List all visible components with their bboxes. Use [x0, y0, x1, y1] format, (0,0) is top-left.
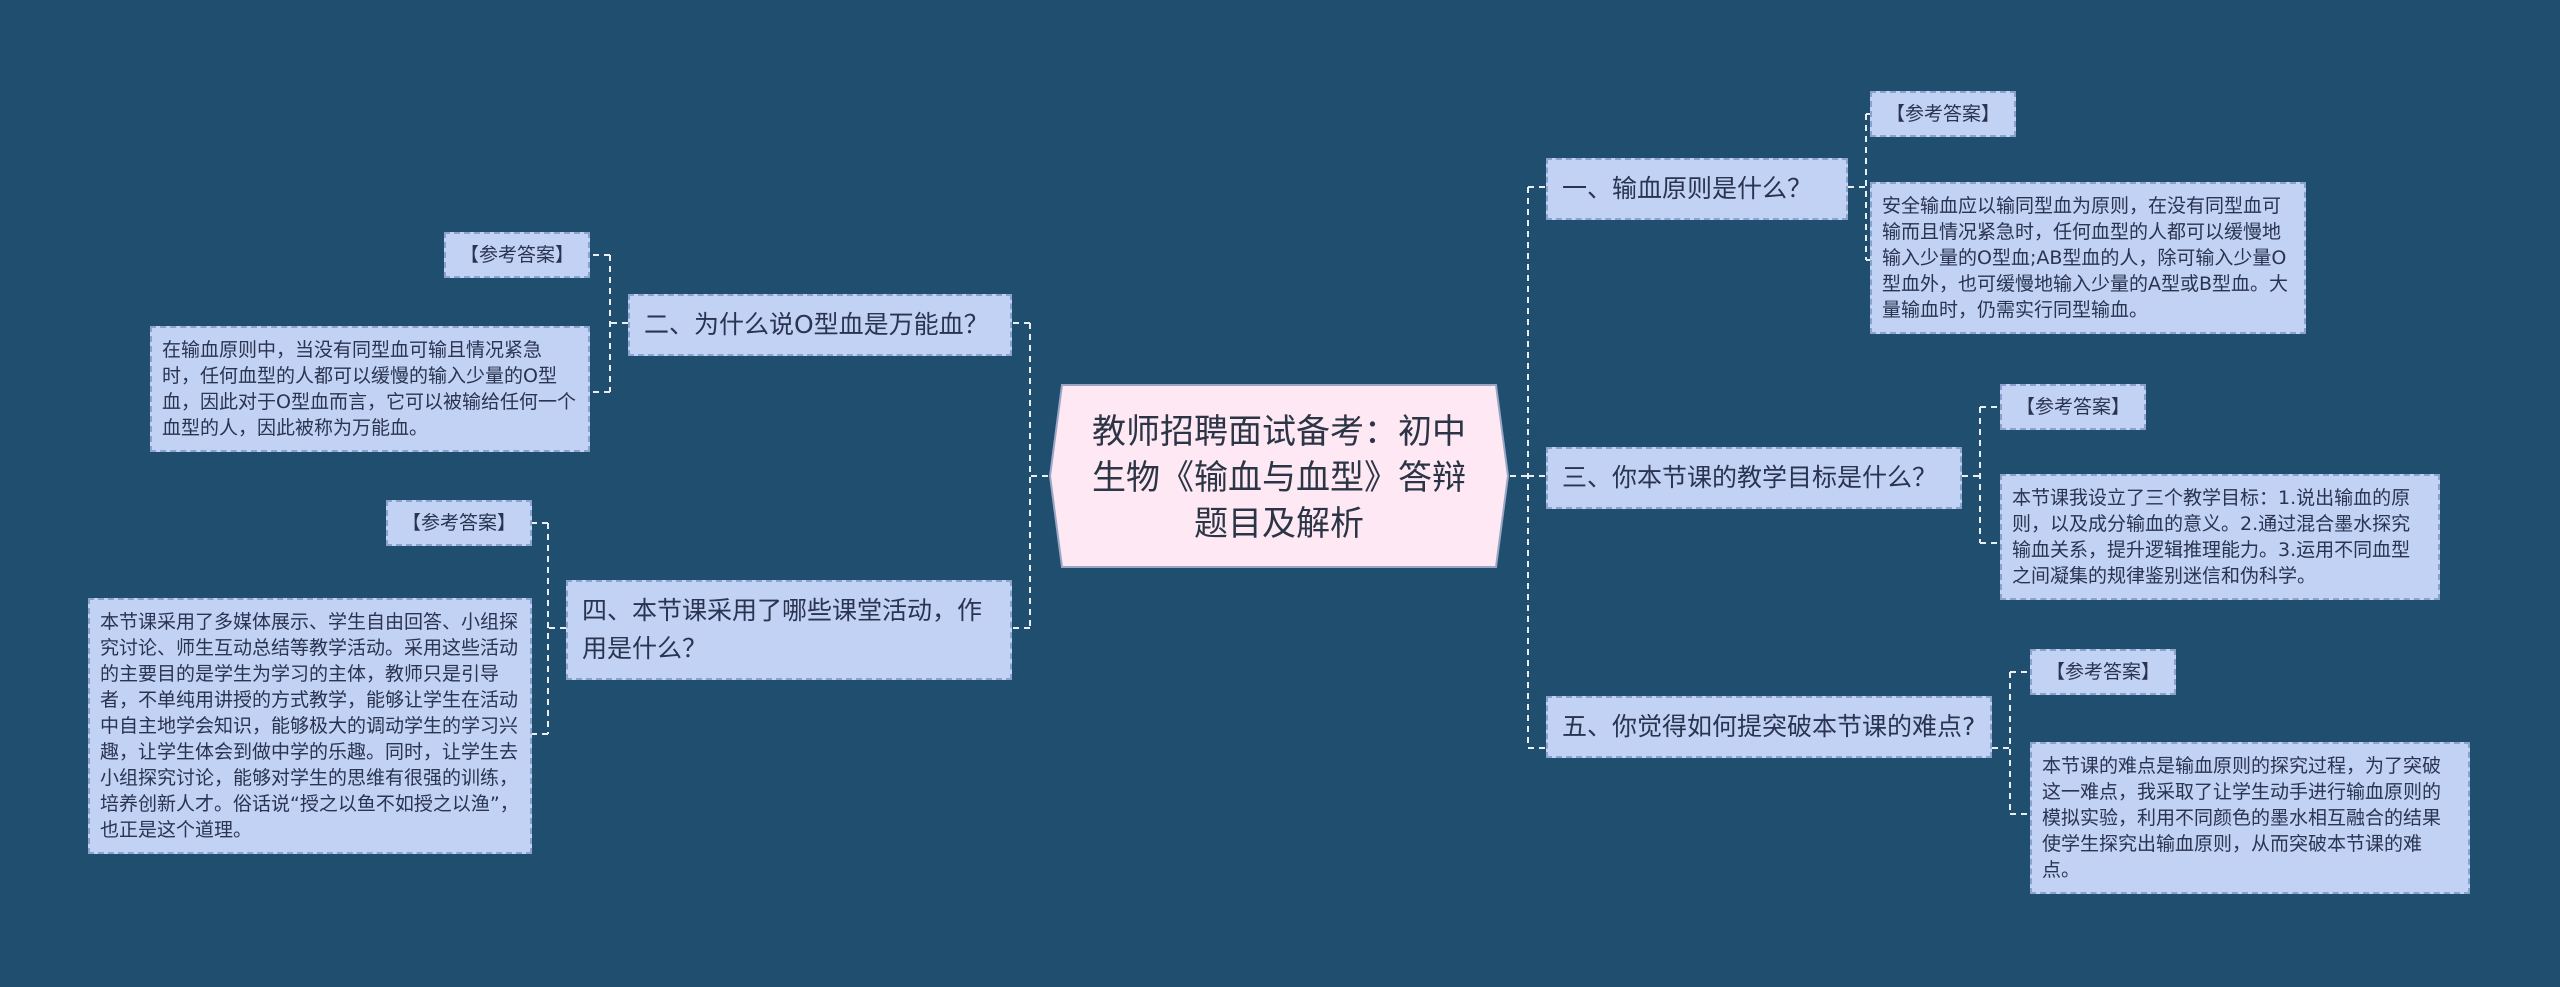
connector-q2-children — [590, 254, 628, 393]
answer-tag-1[interactable]: 【参考答案】 — [1870, 91, 2016, 137]
question-node-1[interactable]: 一、输血原则是什么？ — [1546, 158, 1848, 220]
question-node-5[interactable]: 五、你觉得如何提突破本节课的难点? — [1546, 696, 1992, 758]
question-node-3[interactable]: 三、你本节课的教学目标是什么？ — [1546, 447, 1962, 509]
answer-node-4[interactable]: 本节课采用了多媒体展示、学生自由回答、小组探究讨论、师生互动总结等教学活动。采用… — [88, 598, 532, 854]
connector-q3-children — [1962, 406, 2000, 544]
answer-node-1[interactable]: 安全输血应以输同型血为原则，在没有同型血可输而且情况紧急时，任何血型的人都可以缓… — [1870, 182, 2306, 334]
answer-node-3[interactable]: 本节课我设立了三个教学目标：1.说出输血的原则，以及成分输血的意义。2.通过混合… — [2000, 474, 2440, 600]
connector-q5-children — [1992, 671, 2030, 815]
central-topic[interactable]: 教师招聘面试备考：初中生物《输血与血型》答辩题目及解析 — [1048, 383, 1510, 569]
answer-tag-4[interactable]: 【参考答案】 — [386, 500, 532, 546]
connector-q1-children — [1848, 113, 1870, 261]
connector-q4-children — [532, 522, 566, 735]
question-node-4[interactable]: 四、本节课采用了哪些课堂活动，作用是什么？ — [566, 580, 1012, 680]
question-node-2[interactable]: 二、为什么说O型血是万能血？ — [628, 294, 1012, 356]
answer-node-5[interactable]: 本节课的难点是输血原则的探究过程，为了突破这一难点，我采取了让学生动手进行输血原… — [2030, 742, 2470, 894]
answer-tag-5[interactable]: 【参考答案】 — [2030, 649, 2176, 695]
central-topic-shape — [1048, 384, 1510, 568]
central-topic-title: 教师招聘面试备考：初中生物《输血与血型》答辩题目及解析 — [1092, 412, 1466, 544]
answer-tag-2[interactable]: 【参考答案】 — [444, 232, 590, 278]
answer-node-2[interactable]: 在输血原则中，当没有同型血可输且情况紧急时，任何血型的人都可以缓慢的输入少量的O… — [150, 326, 590, 452]
answer-tag-3[interactable]: 【参考答案】 — [2000, 384, 2146, 430]
